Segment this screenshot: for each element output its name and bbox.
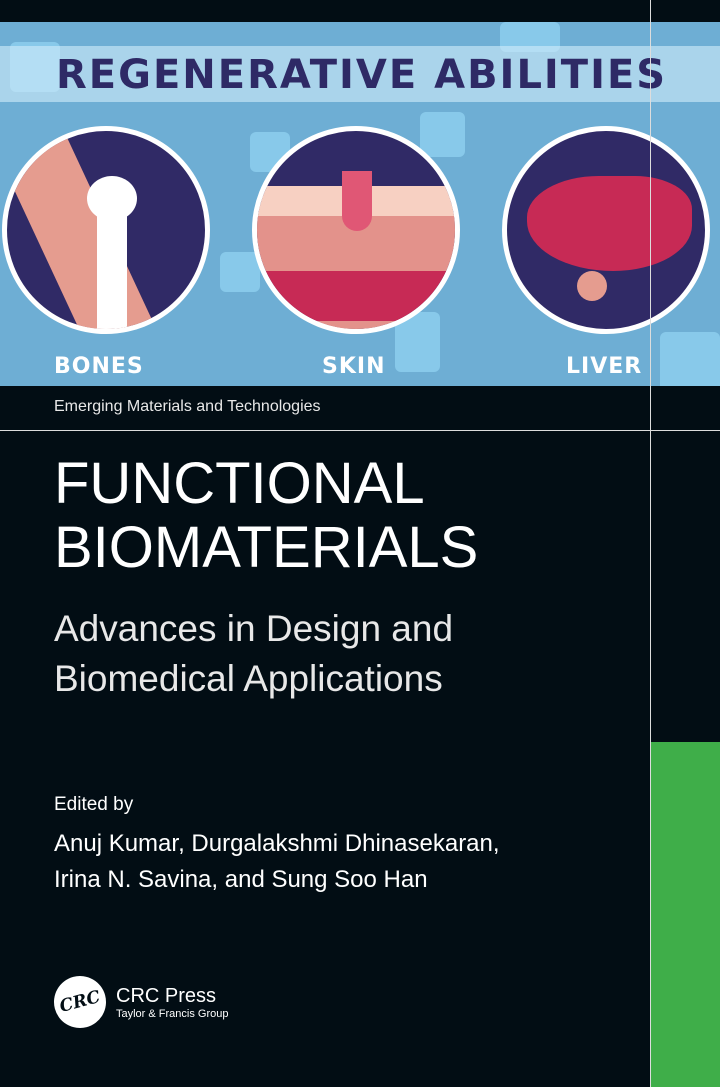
liver-illustration [502, 126, 710, 334]
editors-line: Irina N. Savina, and Sung Soo Han [54, 866, 428, 893]
title-line: BIOMATERIALS [54, 515, 479, 580]
series-name: Emerging Materials and Technologies [54, 398, 321, 415]
skin-illustration [252, 126, 460, 334]
crc-logo-icon: CRC [48, 970, 112, 1034]
label-skin: SKIN [322, 354, 386, 379]
book-subtitle: Advances in Design and Biomedical Applic… [54, 604, 453, 704]
bones-illustration [2, 126, 210, 334]
spine-divider [650, 0, 651, 1087]
label-liver: LIVER [566, 354, 643, 379]
accent-block [651, 742, 720, 1087]
label-bones: BONES [54, 354, 144, 379]
edited-by-label: Edited by [54, 794, 134, 815]
publisher-group: Taylor & Francis Group [116, 1008, 229, 1020]
editors: Anuj Kumar, Durgalakshmi Dhinasekaran, I… [54, 826, 500, 898]
editors-line: Anuj Kumar, Durgalakshmi Dhinasekaran, [54, 830, 500, 857]
subtitle-line: Advances in Design and [54, 608, 454, 649]
subtitle-line: Biomedical Applications [54, 658, 443, 699]
banner-title-bar [0, 46, 720, 102]
publisher-name: CRC Press [116, 985, 217, 1007]
title-line: FUNCTIONAL [54, 451, 425, 516]
divider-horizontal [0, 430, 720, 431]
book-title: FUNCTIONAL BIOMATERIALS [54, 452, 478, 580]
banner-heading: REGENERATIVE ABILITIES [56, 52, 668, 98]
